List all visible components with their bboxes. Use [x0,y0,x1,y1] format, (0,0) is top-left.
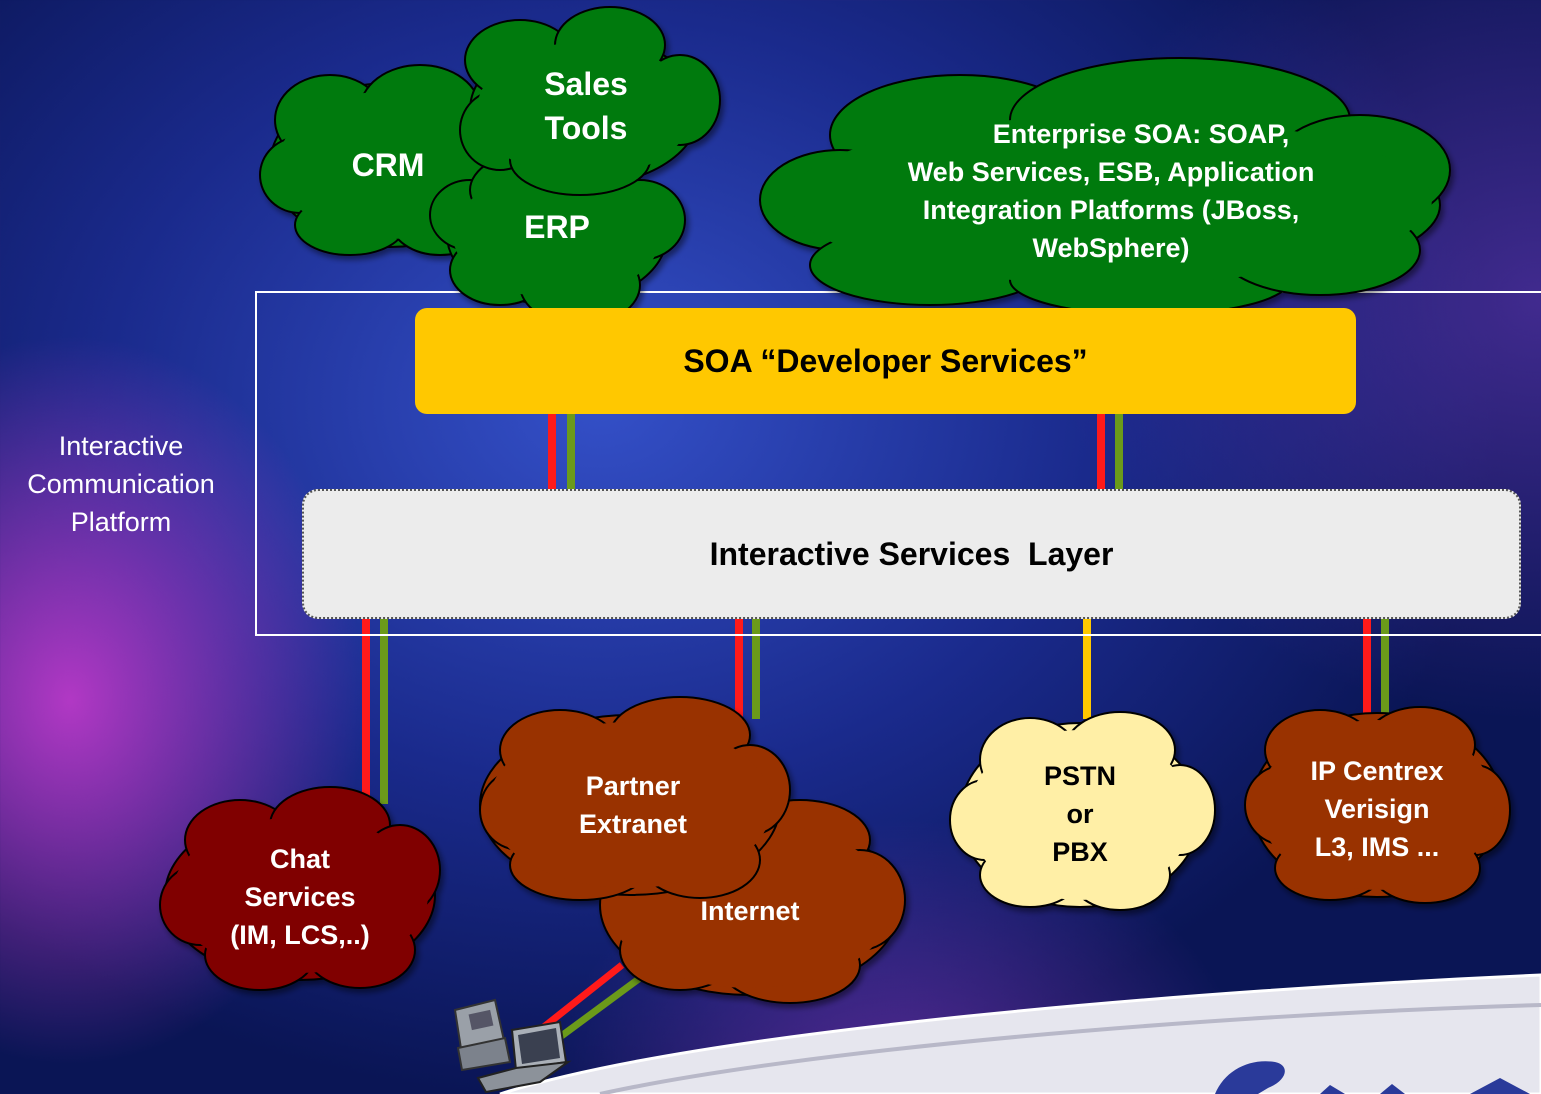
services-layer-label: Interactive Services Layer [709,535,1114,572]
cloud-label-line: ERP [524,209,590,245]
cloud-label-partner-extranet: Partner Extranet [553,767,713,843]
cloud-label-line: Chat [270,844,330,874]
platform-label: Interactive Communication Platform [0,427,242,541]
cloud-partner-extranet [479,696,791,901]
connector-green [752,619,760,719]
connector-green [1115,414,1123,490]
ip-phone-icon [453,998,512,1072]
platform-label-line: Platform [70,507,172,537]
cloud-chat [159,786,441,991]
cloud-label-pstn: PSTN or PBX [1020,757,1140,871]
connector-green [567,414,575,490]
cloud-enterprise-soa [759,57,1451,316]
cloud-pstn [949,711,1216,911]
connector-red [1363,619,1371,719]
platform-label-line: Communication [27,469,215,499]
cloud-label-line: Sales [544,66,628,102]
connector-red [537,962,625,1033]
cloud-label-line: PSTN [1043,761,1116,791]
cloud-crm [259,64,511,256]
logo-swoosh [499,973,1541,1094]
cloud-label-internet: Internet [670,892,830,930]
cloud-label-line: IP Centrex [1310,756,1444,786]
cloud-label-line: CRM [351,147,425,183]
cloud-label-chat: Chat Services (IM, LCS,..) [200,840,400,954]
cloud-label-line: Internet [700,896,800,926]
connector-green [1381,619,1389,719]
interactive-services-layer: Interactive Services Layer [302,489,1521,619]
soa-bar-label: SOA “Developer Services” [683,342,1088,379]
cloud-label-line: or [1066,799,1094,829]
connector-red [548,414,556,490]
connector-red [1097,414,1105,490]
cloud-sales-tools [459,6,721,196]
connector-yellow [1083,619,1091,719]
connector-red [362,619,370,804]
cloud-ip-centrex [1244,706,1511,904]
cloud-label-line: Enterprise SOA: SOAP, [992,119,1290,149]
cloud-label-line: Integration Platforms (JBoss, [922,195,1300,225]
cloud-label-line: PBX [1052,837,1108,867]
cloud-label-line: Tools [544,110,628,146]
platform-label-line: Interactive [58,431,184,461]
soa-developer-services-bar: SOA “Developer Services” [415,308,1356,414]
cloud-label-line: Partner [585,771,681,801]
connector-green [553,975,643,1043]
cloud-label-sales-tools: Sales Tools [506,62,666,150]
cloud-label-line: L3, IMS ... [1314,832,1440,862]
cloud-label-erp: ERP [487,208,627,246]
cloud-label-line: Web Services, ESB, Application [907,157,1315,187]
cloud-label-line: (IM, LCS,..) [230,920,370,950]
connector-red [735,619,743,719]
cloud-label-line: WebSphere) [1032,233,1190,263]
connector-green [380,619,388,804]
cloud-label-enterprise-soa: Enterprise SOA: SOAP, Web Services, ESB,… [850,115,1372,267]
laptop-icon [476,1020,572,1094]
cloud-label-line: Extranet [578,809,688,839]
cloud-label-crm: CRM [318,146,458,184]
cloud-label-line: Services [244,882,356,912]
cloud-label-line: Verisign [1324,794,1430,824]
cloud-label-ip-centrex: IP Centrex Verisign L3, IMS ... [1287,752,1467,866]
